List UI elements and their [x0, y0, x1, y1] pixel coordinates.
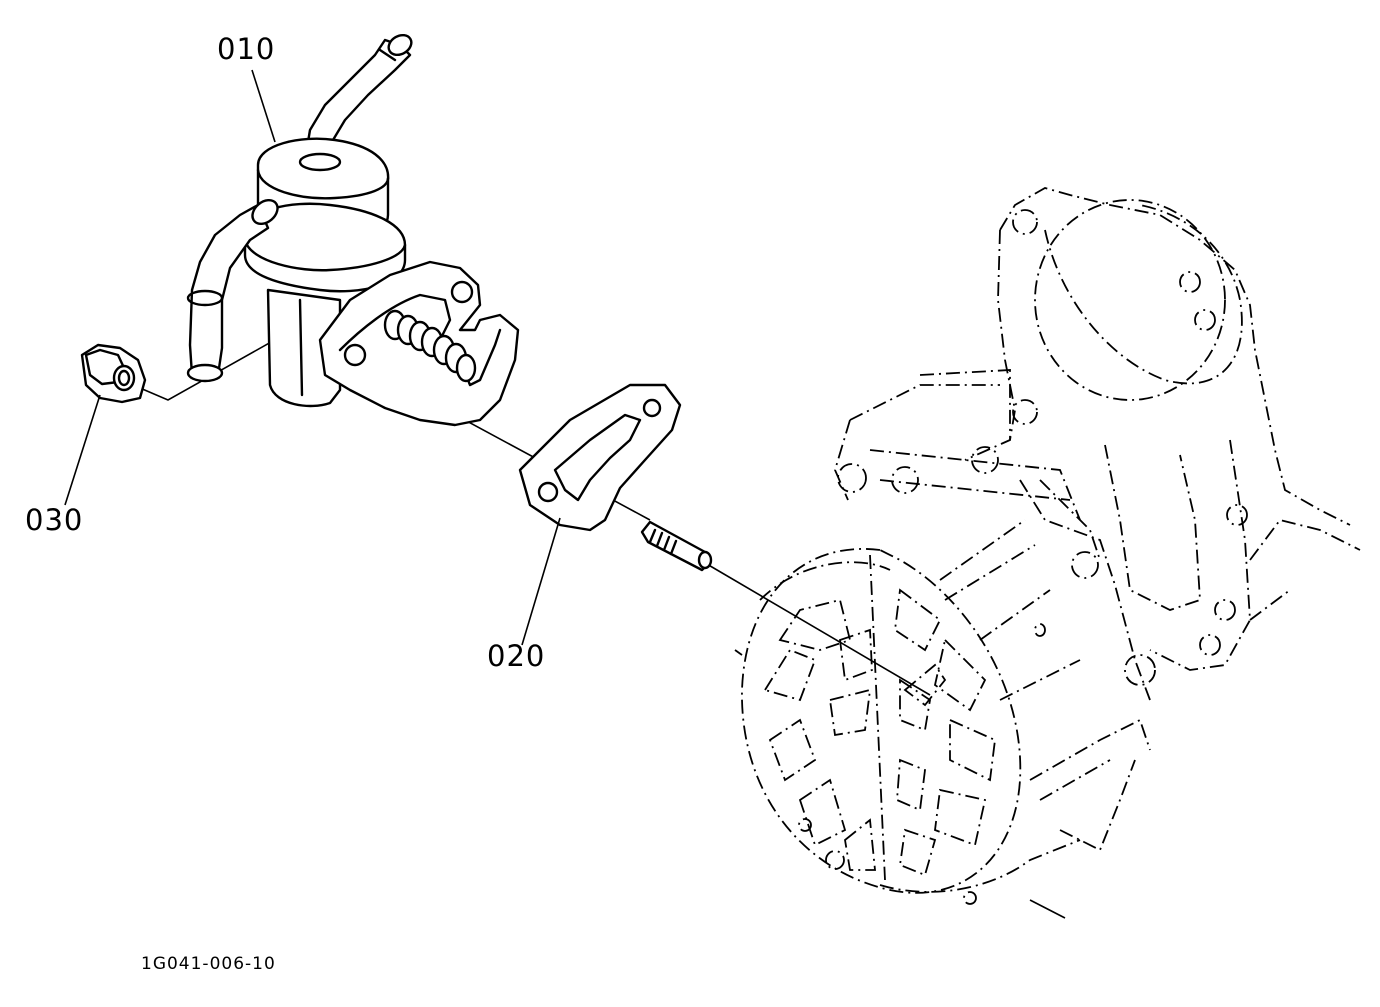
part-010-fuel-pump	[186, 33, 520, 427]
stud-bolt	[640, 520, 713, 572]
gear-cover-phantom	[734, 548, 1081, 905]
pump-spring	[383, 309, 477, 383]
engine-housing-phantom	[834, 187, 1361, 852]
part-020-gasket	[518, 383, 682, 532]
callout-leader-lines	[64, 69, 561, 646]
callout-030: 030	[25, 503, 84, 537]
callout-020: 020	[487, 639, 546, 673]
figure-number: 1G041-006-10	[141, 954, 276, 974]
callout-010: 010	[217, 32, 276, 66]
part-030-nut	[80, 343, 147, 404]
